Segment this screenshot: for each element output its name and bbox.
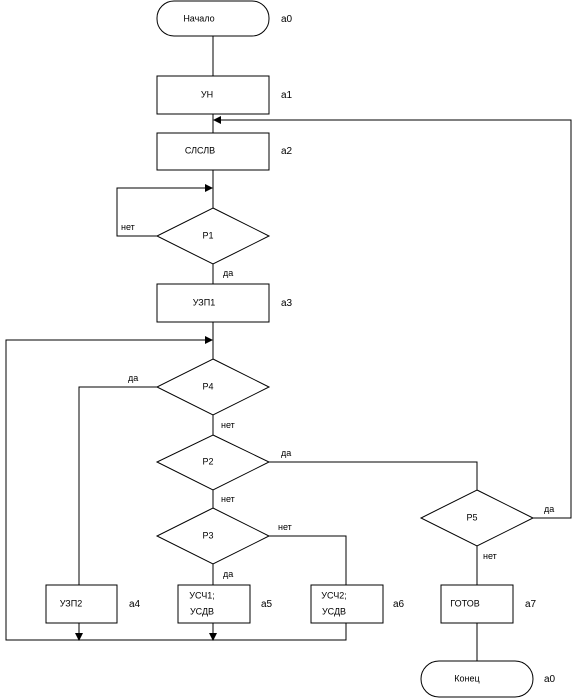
decision-p3-label: Р3 (202, 530, 213, 540)
state-label-a0-bottom: а0 (544, 674, 556, 685)
connectors (5, 36, 572, 661)
decision-p1-label: Р1 (202, 230, 213, 240)
decision-p1: Р1 (155, 207, 271, 265)
node-usch2-label-line1: УСЧ2; (321, 590, 346, 600)
state-label-a7: а7 (525, 599, 537, 610)
node-slsl: СЛСЛВ (156, 132, 270, 171)
node-gotov-label: ГОТОВ (450, 598, 479, 608)
edge-label-p5-no: нет (483, 551, 497, 561)
node-start: Начало (156, 0, 270, 37)
node-slsl-label: СЛСЛВ (185, 145, 215, 155)
node-usch1-label-line2: УСДВ (190, 606, 214, 616)
node-usch1: УСЧ1; УСДВ (177, 584, 251, 624)
node-uzp1: УЗП1 (156, 283, 270, 323)
edge-label-p4-yes: да (128, 373, 138, 383)
edge-label-p1-no: нет (121, 222, 135, 232)
node-usch1-label-line1: УСЧ1; (189, 590, 214, 600)
edge-label-p1-yes: да (223, 268, 233, 278)
edge-p5-yes-loop (213, 116, 572, 519)
node-usch2: УСЧ2; УСДВ (310, 584, 384, 624)
decision-p2-label: Р2 (202, 456, 213, 466)
decision-p4: Р4 (155, 358, 271, 416)
state-label-a4: а4 (129, 599, 141, 610)
edge-label-p3-yes: да (223, 569, 233, 579)
node-gotov: ГОТОВ (440, 584, 514, 624)
node-un: УН (156, 75, 270, 115)
decision-p5-label: Р5 (466, 512, 477, 522)
node-uzp1-label: УЗП1 (193, 297, 215, 307)
state-label-a6: а6 (393, 599, 405, 610)
node-uzp2-label: УЗП2 (60, 598, 82, 608)
node-start-label: Начало (183, 13, 214, 23)
edge-return-loop (5, 336, 347, 641)
node-end-label: Конец (454, 673, 479, 683)
edge-p2-yes (269, 461, 478, 490)
edge-label-p4-no: нет (221, 420, 235, 430)
state-label-a2: а2 (281, 146, 293, 157)
state-label-a1: а1 (281, 90, 293, 101)
decision-p2: Р2 (155, 434, 271, 491)
decision-p4-label: Р4 (202, 381, 213, 391)
edge-label-p2-no: нет (221, 494, 235, 504)
node-uzp2: УЗП2 (45, 584, 118, 624)
node-un-label: УН (201, 89, 213, 99)
edge-label-p2-yes: да (281, 448, 291, 458)
state-label-a0-top: а0 (281, 14, 293, 25)
edge-label-p3-no: нет (278, 522, 292, 532)
edge-p3-no (269, 535, 347, 585)
state-label-a5: а5 (261, 599, 273, 610)
edge-p1-no-loop (116, 184, 213, 237)
edge-label-p5-yes: да (544, 504, 554, 514)
node-usch2-label-line2: УСДВ (322, 606, 346, 616)
decision-p3: Р3 (155, 507, 271, 565)
decision-p5: Р5 (419, 489, 535, 547)
node-end: Конец (420, 660, 534, 698)
state-label-a3: а3 (281, 298, 293, 309)
edge-p4-yes (75, 386, 157, 641)
